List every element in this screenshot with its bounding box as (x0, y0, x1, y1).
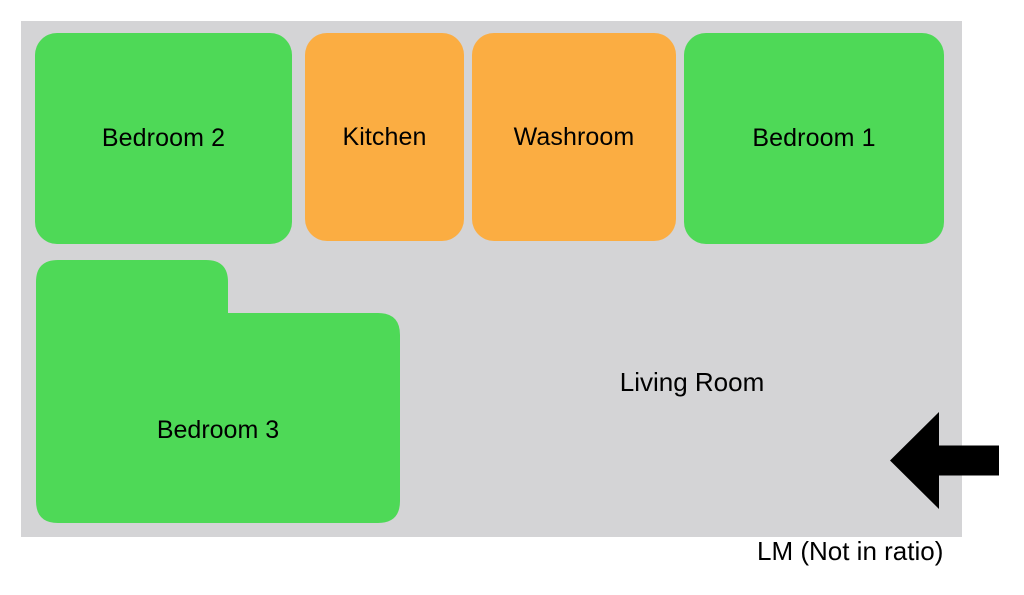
room-label-bedroom-1: Bedroom 1 (752, 124, 876, 152)
room-label-washroom: Washroom (513, 122, 635, 151)
room-kitchen[interactable]: Kitchen (305, 33, 464, 241)
arrow-left-icon (890, 412, 999, 509)
room-label-living-room: Living Room (619, 367, 765, 397)
room-label-bedroom-2: Bedroom 2 (101, 124, 226, 152)
entrance-arrow-icon (890, 411, 999, 510)
diagram-caption: LM (Not in ratio) (757, 536, 944, 566)
room-label-bedroom-3: Bedroom 3 (156, 416, 280, 444)
room-label-kitchen: Kitchen (342, 122, 427, 151)
room-washroom[interactable]: Washroom (472, 33, 676, 241)
room-bedroom-3[interactable]: Bedroom 3 (36, 260, 400, 523)
room-bedroom-1[interactable]: Bedroom 1 (684, 33, 944, 244)
room-bedroom-2[interactable]: Bedroom 2 (35, 33, 292, 244)
bedroom-3-shape (36, 260, 400, 523)
